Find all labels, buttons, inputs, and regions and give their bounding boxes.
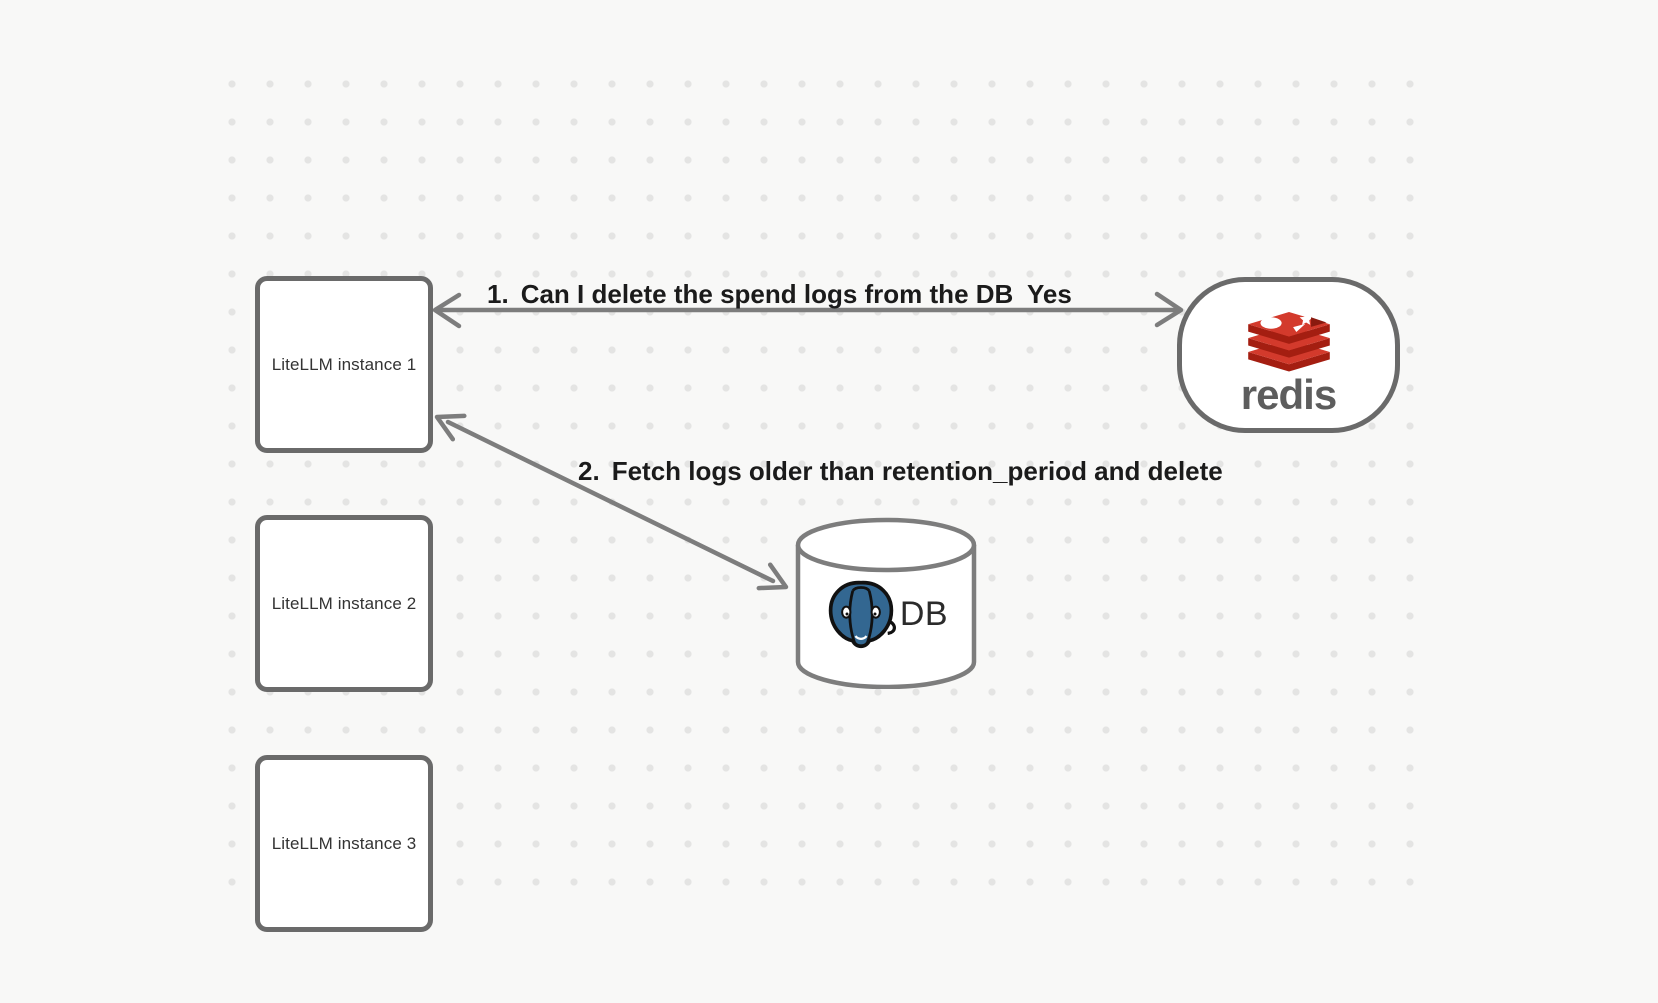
node-litellm-instance-2[interactable]: LiteLLM instance 2	[255, 515, 433, 692]
edge-label-1-response[interactable]: Yes	[1027, 281, 1072, 307]
edge-1-response-text: Yes	[1027, 279, 1072, 309]
node-redis[interactable]: redis	[1177, 277, 1400, 433]
edge-1-number: 1.	[487, 279, 509, 309]
db-content: DB	[795, 579, 977, 649]
edge-label-1[interactable]: 1. Can I delete the spend logs from the D…	[487, 281, 1013, 307]
postgres-elephant-icon	[828, 580, 896, 649]
edge-label-2[interactable]: 2. Fetch logs older than retention_period…	[578, 458, 1223, 484]
node-label: LiteLLM instance 3	[271, 833, 417, 853]
node-label: LiteLLM instance 2	[271, 593, 417, 613]
redis-logo-icon	[1247, 312, 1330, 372]
redis-wordmark: redis	[1240, 371, 1337, 418]
edge-1-text: Can I delete the spend logs from the DB	[520, 279, 1014, 309]
node-label: LiteLLM instance 1	[271, 354, 417, 374]
node-db[interactable]: DB	[795, 517, 977, 689]
db-label: DB	[899, 594, 949, 633]
node-litellm-instance-3[interactable]: LiteLLM instance 3	[255, 755, 433, 932]
node-litellm-instance-1[interactable]: LiteLLM instance 1	[255, 276, 433, 453]
edge-2-text: Fetch logs older than retention_period a…	[611, 456, 1223, 486]
edge-2-number: 2.	[578, 456, 600, 486]
